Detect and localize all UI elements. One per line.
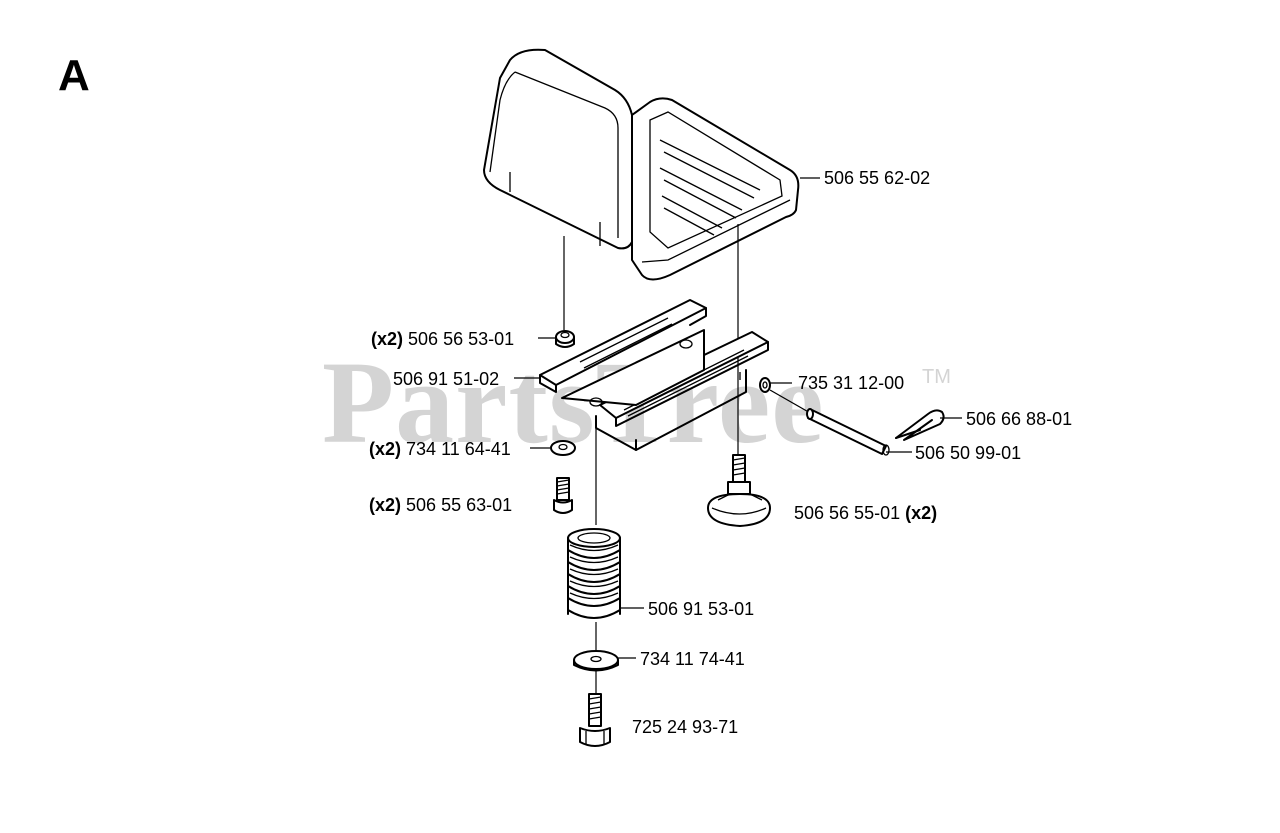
part-label-seat[interactable]: 506 55 62-02 — [824, 168, 930, 188]
part-number: 506 66 88-01 — [966, 409, 1073, 429]
pin-drawing — [806, 408, 890, 456]
part-label-spring[interactable]: 506 91 53-01 — [648, 599, 754, 619]
bolt-bottom-drawing — [579, 693, 611, 747]
washer-large-drawing — [573, 650, 619, 672]
part-quantity: (x2) — [369, 439, 402, 459]
bolt-short-drawing — [553, 477, 573, 514]
washer-small-drawing — [759, 377, 771, 393]
clip-drawing — [895, 409, 945, 441]
part-quantity: (x2) — [369, 495, 402, 515]
knob-drawing — [707, 454, 771, 527]
watermark-trademark: TM — [922, 366, 951, 388]
nut-top-drawing — [555, 330, 575, 348]
part-label-knob[interactable]: 506 56 55-01 (x2) — [794, 503, 937, 523]
washer-mid-drawing — [550, 440, 576, 456]
part-number: 506 91 51-02 — [393, 369, 500, 389]
part-number: 734 11 74-41 — [640, 649, 745, 669]
leader-lines — [514, 177, 962, 659]
part-number: 506 50 99-01 — [915, 443, 1022, 463]
part-label-pin[interactable]: 506 50 99-01 — [915, 443, 1021, 463]
section-letter: A — [58, 51, 90, 100]
part-label-washer-mid[interactable]: (x2) 734 11 64-41 — [369, 439, 511, 459]
part-quantity: (x2) — [905, 503, 938, 523]
part-number: 734 11 64-41 — [406, 439, 511, 459]
part-number: 506 91 53-01 — [648, 599, 755, 619]
part-label-washer-large[interactable]: 734 11 74-41 — [640, 649, 745, 669]
part-quantity: (x2) — [371, 329, 404, 349]
part-label-bracket[interactable]: 506 91 51-02 — [393, 369, 499, 389]
part-number: 735 31 12-00 — [798, 373, 905, 393]
part-number: 725 24 93-71 — [632, 717, 739, 737]
part-label-washer-small[interactable]: 735 31 12-00 — [798, 373, 904, 393]
part-number: 506 56 55-01 — [794, 503, 901, 523]
part-label-nut-top[interactable]: (x2) 506 56 53-01 — [371, 329, 514, 349]
spring-drawing — [567, 528, 621, 619]
part-number: 506 56 53-01 — [408, 329, 515, 349]
part-label-bolt-bottom[interactable]: 725 24 93-71 — [632, 717, 738, 737]
part-number: 506 55 63-01 — [406, 495, 513, 515]
bracket-drawing — [539, 299, 769, 451]
part-label-bolt-short[interactable]: (x2) 506 55 63-01 — [369, 495, 512, 515]
part-number: 506 55 62-02 — [824, 168, 931, 188]
part-label-clip[interactable]: 506 66 88-01 — [966, 409, 1072, 429]
seat-drawing — [483, 48, 800, 281]
